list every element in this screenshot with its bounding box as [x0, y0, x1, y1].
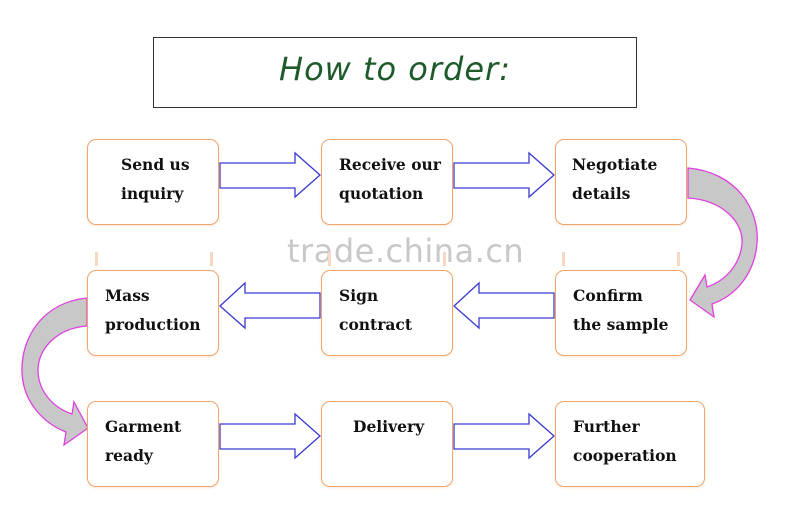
step-label: Receive our quotation [339, 155, 441, 203]
step-label: Garment ready [105, 417, 182, 465]
page-title: How to order: [279, 50, 511, 88]
step-delivery: Delivery [321, 401, 453, 487]
step-label: Further cooperation [573, 417, 677, 465]
step-send-inquiry: Send us inquiry [87, 139, 219, 225]
step-label: Confirm the sample [573, 286, 669, 334]
step-label: Delivery [353, 417, 425, 436]
curve-arrow-right [687, 167, 758, 319]
decorative-tick [210, 252, 213, 266]
step-confirm-sample: Confirm the sample [555, 270, 687, 356]
curve-arrow-left [21, 297, 89, 447]
step-label: Negotiate details [572, 155, 658, 203]
step-negotiate-details: Negotiate details [555, 139, 687, 225]
arrow-left-2 [219, 281, 321, 330]
decorative-tick [443, 252, 446, 266]
decorative-tick [562, 252, 565, 266]
step-further-cooperation: Further cooperation [555, 401, 705, 487]
arrow-left-1 [453, 281, 555, 330]
step-label: Sign contract [339, 286, 413, 334]
step-receive-quotation: Receive our quotation [321, 139, 453, 225]
title-box: How to order: [153, 37, 637, 108]
arrow-right-2 [453, 151, 555, 199]
decorative-tick [328, 252, 331, 266]
step-label: Send us inquiry [121, 155, 190, 203]
decorative-tick [677, 252, 680, 266]
arrow-right-4 [453, 412, 555, 460]
step-sign-contract: Sign contract [321, 270, 453, 356]
step-label: Mass production [105, 286, 201, 334]
decorative-tick [95, 252, 98, 266]
watermark: trade.china.cn [287, 232, 525, 270]
arrow-right-3 [219, 412, 321, 460]
arrow-right-1 [219, 151, 321, 199]
step-garment-ready: Garment ready [87, 401, 219, 487]
step-mass-production: Mass production [87, 270, 219, 356]
